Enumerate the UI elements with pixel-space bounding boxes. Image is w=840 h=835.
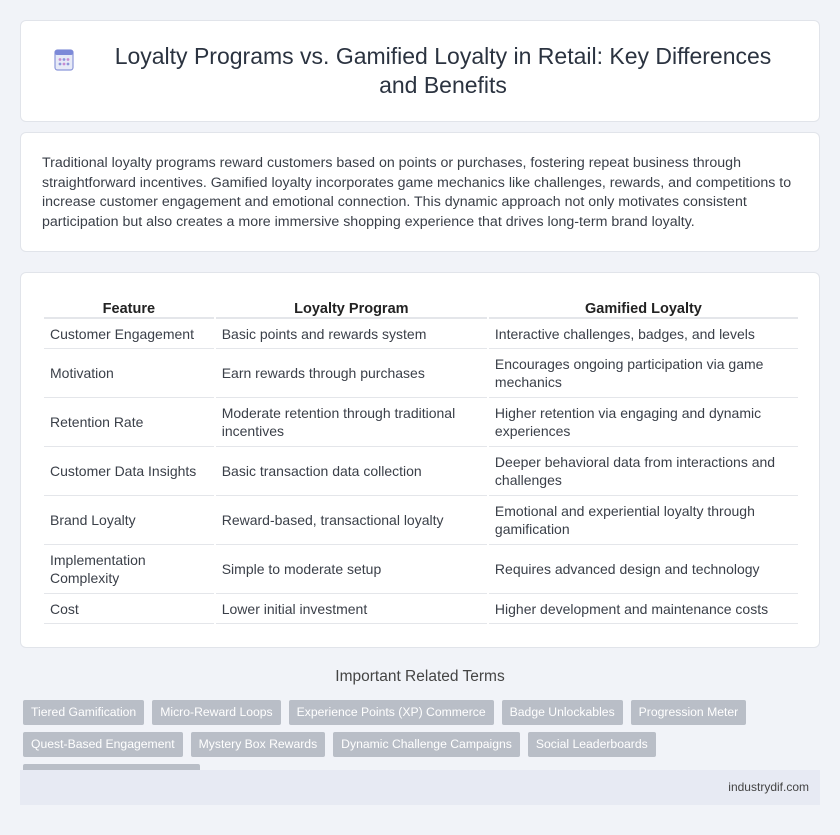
table-cell: Brand Loyalty bbox=[44, 496, 214, 545]
table-row: Retention Rate Moderate retention throug… bbox=[44, 398, 798, 447]
table-cell: Retention Rate bbox=[44, 398, 214, 447]
table-row: Customer Data Insights Basic transaction… bbox=[44, 447, 798, 496]
table-cell: Motivation bbox=[44, 349, 214, 398]
term-tag[interactable]: Quest-Based Engagement bbox=[23, 732, 183, 757]
table-cell: Implementation Complexity bbox=[44, 545, 214, 594]
term-tag[interactable]: Mystery Box Rewards bbox=[190, 732, 326, 757]
document-icon bbox=[54, 49, 74, 71]
table-cell: Moderate retention through traditional i… bbox=[215, 398, 487, 447]
term-tag[interactable]: Tiered Gamification bbox=[23, 700, 145, 725]
title-card: Loyalty Programs vs. Gamified Loyalty in… bbox=[20, 20, 820, 122]
table-cell: Higher development and maintenance costs bbox=[488, 594, 798, 624]
comparison-table: Feature Loyalty Program Gamified Loyalty… bbox=[42, 295, 800, 624]
table-row: Cost Lower initial investment Higher dev… bbox=[44, 594, 798, 624]
table-cell: Cost bbox=[44, 594, 214, 624]
table-cell: Encourages ongoing participation via gam… bbox=[488, 349, 798, 398]
table-cell: Customer Data Insights bbox=[44, 447, 214, 496]
table-cell: Requires advanced design and technology bbox=[488, 545, 798, 594]
table-cell: Emotional and experiential loyalty throu… bbox=[488, 496, 798, 545]
table-cell: Lower initial investment bbox=[215, 594, 487, 624]
intro-paragraph: Traditional loyalty programs reward cust… bbox=[42, 155, 792, 230]
table-cell: Reward-based, transactional loyalty bbox=[215, 496, 487, 545]
term-tag[interactable]: Dynamic Challenge Campaigns bbox=[333, 732, 520, 757]
table-cell: Basic points and rewards system bbox=[215, 319, 487, 349]
table-row: Brand Loyalty Reward-based, transactiona… bbox=[44, 496, 798, 545]
table-cell: Earn rewards through purchases bbox=[215, 349, 487, 398]
table-row: Implementation Complexity Simple to mode… bbox=[44, 545, 798, 594]
header-loyalty-program: Loyalty Program bbox=[215, 295, 487, 319]
table-cell: Basic transaction data collection bbox=[215, 447, 487, 496]
term-tag[interactable]: Social Leaderboards bbox=[527, 732, 656, 757]
header-feature: Feature bbox=[44, 295, 214, 319]
table-cell: Interactive challenges, badges, and leve… bbox=[488, 319, 798, 349]
related-terms-heading: Important Related Terms bbox=[335, 668, 505, 685]
table-row: Customer Engagement Basic points and rew… bbox=[44, 319, 798, 349]
comparison-table-card: Feature Loyalty Program Gamified Loyalty… bbox=[20, 272, 820, 648]
table-row: Motivation Earn rewards through purchase… bbox=[44, 349, 798, 398]
header-gamified-loyalty: Gamified Loyalty bbox=[488, 295, 798, 319]
table-cell: Customer Engagement bbox=[44, 319, 214, 349]
table-cell: Deeper behavioral data from interactions… bbox=[488, 447, 798, 496]
table-cell: Higher retention via engaging and dynami… bbox=[488, 398, 798, 447]
table-cell: Simple to moderate setup bbox=[215, 545, 487, 594]
title-wrap: Loyalty Programs vs. Gamified Loyalty in… bbox=[40, 42, 800, 100]
page-title: Loyalty Programs vs. Gamified Loyalty in… bbox=[114, 43, 772, 98]
table-header-row: Feature Loyalty Program Gamified Loyalty bbox=[44, 295, 798, 319]
term-tag[interactable]: Badge Unlockables bbox=[501, 700, 623, 725]
term-tag[interactable]: Micro-Reward Loops bbox=[152, 700, 281, 725]
term-tag[interactable]: Progression Meter bbox=[630, 700, 747, 725]
term-tag[interactable]: Experience Points (XP) Commerce bbox=[288, 700, 494, 725]
footer-site-link[interactable]: industrydif.com bbox=[728, 780, 809, 794]
footer-bar: industrydif.com bbox=[20, 770, 820, 805]
intro-card: Traditional loyalty programs reward cust… bbox=[20, 132, 820, 252]
